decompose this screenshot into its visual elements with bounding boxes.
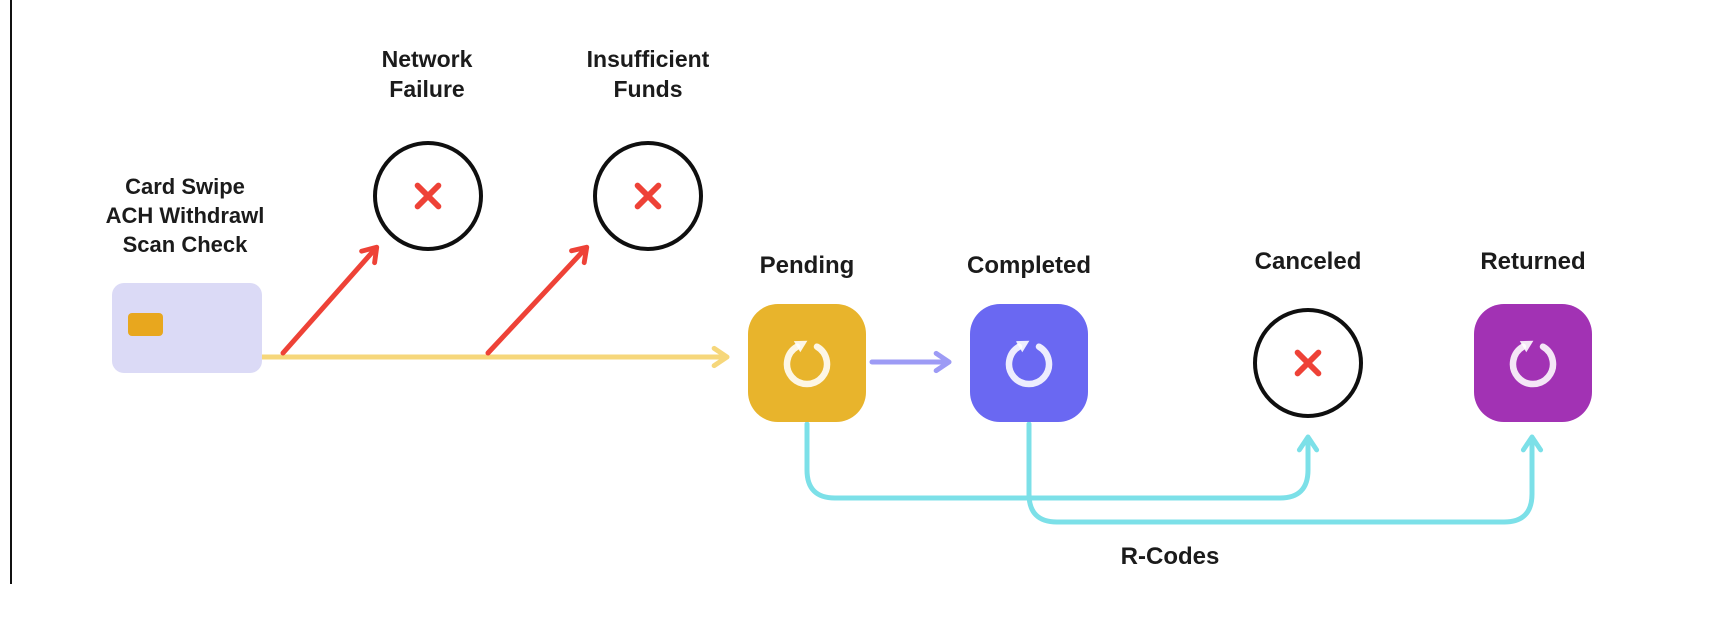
refresh-icon <box>1005 340 1053 388</box>
rcode-curve-to-canceled <box>804 421 1320 501</box>
source-label-line-1: Card Swipe <box>125 174 245 199</box>
source-label-line-2: ACH Withdrawl <box>105 203 265 228</box>
returned-label: Returned <box>1480 248 1586 275</box>
insufficient-funds-arrow <box>485 244 590 356</box>
source-label: Card Swipe ACH Withdrawl Scan Check <box>75 172 295 259</box>
network-failure-label-line-2: Failure <box>389 76 465 102</box>
refresh-icon <box>1509 340 1557 388</box>
insufficient-funds-label-line-2: Funds <box>613 76 683 102</box>
network-failure-node <box>373 141 483 251</box>
refresh-icon <box>783 340 831 388</box>
canceled-node <box>1253 308 1363 418</box>
x-icon <box>1294 349 1322 377</box>
insufficient-funds-label: Insufficient Funds <box>548 44 748 104</box>
completed-node <box>970 304 1088 422</box>
card-chip <box>128 313 163 336</box>
canceled-label: Canceled <box>1254 248 1362 275</box>
source-label-line-3: Scan Check <box>122 232 248 257</box>
insufficient-funds-node <box>593 141 703 251</box>
rcodes-label: R-Codes <box>1120 543 1220 570</box>
payment-card-node <box>112 283 262 373</box>
returned-node <box>1474 304 1592 422</box>
network-failure-label: Network Failure <box>327 44 527 104</box>
insufficient-funds-label-line-1: Insufficient <box>586 46 710 72</box>
network-failure-arrow <box>280 244 380 356</box>
x-icon <box>414 182 442 210</box>
x-icon <box>634 182 662 210</box>
left-border-line <box>10 0 12 584</box>
completed-label: Completed <box>966 252 1091 279</box>
pending-node <box>748 304 866 422</box>
network-failure-label-line-1: Network <box>381 46 473 72</box>
pending-label: Pending <box>759 252 855 279</box>
rcode-curve-to-returned <box>1026 421 1544 525</box>
